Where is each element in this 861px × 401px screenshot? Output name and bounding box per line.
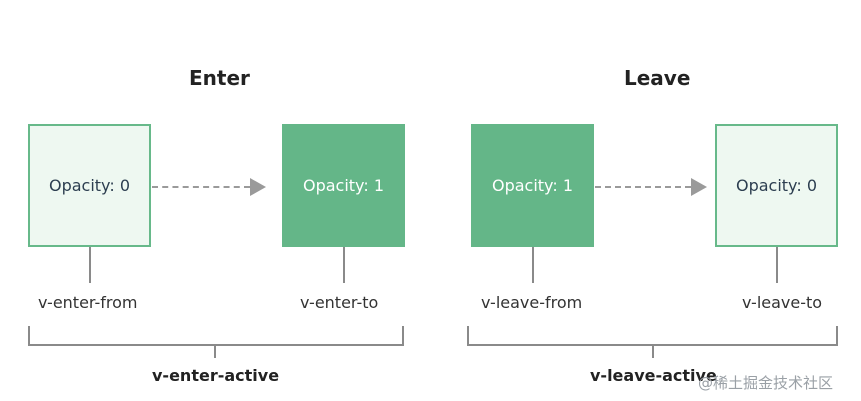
- leave-from-box-label: Opacity: 1: [491, 176, 574, 195]
- enter-from-connector: [89, 247, 91, 283]
- leave-active-bracket: [467, 326, 838, 346]
- enter-arrow-line: [152, 186, 250, 188]
- enter-title: Enter: [189, 66, 250, 90]
- enter-to-label: v-enter-to: [300, 293, 379, 312]
- leave-arrow-line: [595, 186, 691, 188]
- leave-to-box-label: Opacity: 0: [735, 176, 818, 195]
- arrow-right-icon: [691, 178, 707, 196]
- leave-arrow: [595, 178, 707, 196]
- leave-from-label: v-leave-from: [481, 293, 583, 312]
- enter-active-label: v-enter-active: [152, 366, 280, 385]
- enter-active-bracket: [28, 326, 404, 346]
- leave-from-box: Opacity: 1: [471, 124, 594, 247]
- arrow-right-icon: [250, 178, 266, 196]
- enter-from-label: v-enter-from: [38, 293, 138, 312]
- leave-active-label: v-leave-active: [590, 366, 717, 385]
- leave-from-connector: [532, 247, 534, 283]
- enter-from-box-label: Opacity: 0: [48, 176, 131, 195]
- leave-active-tick: [652, 346, 654, 358]
- enter-to-box-label: Opacity: 1: [302, 176, 385, 195]
- enter-from-box: Opacity: 0: [28, 124, 151, 247]
- diagram-frame: [26, 30, 834, 380]
- watermark: @稀土掘金技术社区: [698, 374, 834, 392]
- leave-to-box: Opacity: 0: [715, 124, 838, 247]
- enter-active-tick: [214, 346, 216, 358]
- leave-to-label: v-leave-to: [742, 293, 823, 312]
- leave-to-connector: [776, 247, 778, 283]
- enter-to-connector: [343, 247, 345, 283]
- enter-arrow: [152, 178, 266, 196]
- leave-title: Leave: [624, 66, 691, 90]
- enter-to-box: Opacity: 1: [282, 124, 405, 247]
